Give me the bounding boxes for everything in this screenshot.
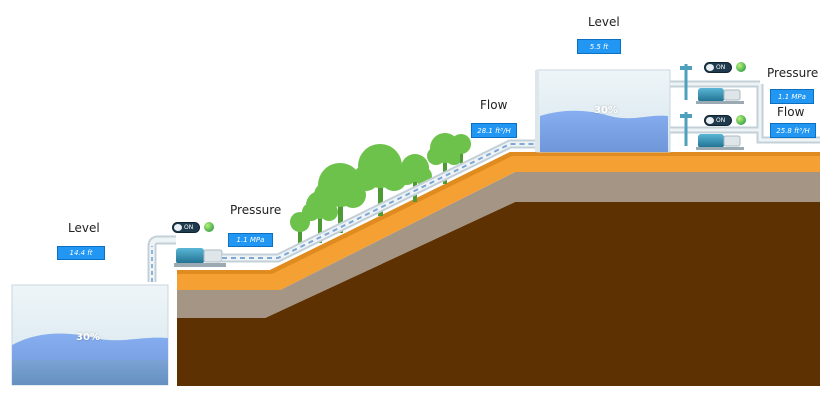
ground	[177, 152, 820, 386]
left-tank-fill-percent: 30%	[76, 332, 100, 343]
pump-2-flow-value: 25.8 ft³/H	[770, 123, 816, 138]
upper-tank-water	[540, 110, 668, 152]
tree	[451, 134, 471, 170]
soil-layer	[177, 202, 820, 386]
pump-2a[interactable]	[696, 88, 744, 104]
upper-tank-fill-percent: 30%	[594, 105, 618, 116]
pump-1[interactable]	[174, 248, 226, 267]
tree	[290, 212, 310, 246]
pump-1-pressure-value: 1.1 MPa	[228, 233, 273, 247]
left-tank-level-label: Level	[68, 221, 100, 235]
pump-1-pressure-label: Pressure	[230, 203, 282, 217]
pump-1-switch-text: ON	[184, 224, 194, 231]
pump-1-switch[interactable]: ON	[172, 222, 200, 233]
topsoil-layer	[177, 152, 820, 290]
pump-2-pressure-value: 1.1 MPa	[770, 89, 814, 104]
left-tank	[11, 284, 169, 386]
upper-tank-level-value: 5.5 ft	[577, 39, 621, 54]
main-pipeline	[222, 139, 540, 263]
pipeline-flow-value: 28.1 ft³/H	[471, 123, 517, 138]
gravel-layer	[177, 172, 820, 318]
pump-2a-status-led	[736, 62, 746, 72]
pump-2a-switch-text: ON	[716, 64, 726, 71]
upper-tank-level-label: Level	[588, 15, 620, 29]
station-2-pipes	[670, 64, 820, 146]
pump-2b-switch-text: ON	[716, 117, 726, 124]
pump-2b-switch[interactable]: ON	[704, 115, 732, 126]
switch-knob	[706, 117, 714, 124]
pump-1-status-led	[204, 222, 214, 232]
pipeline-flow-label: Flow	[480, 98, 508, 112]
left-tank-level-value: 14.4 ft	[57, 246, 105, 260]
tree	[302, 191, 338, 243]
pump-2b-status-led	[736, 115, 746, 125]
pump-2b[interactable]	[696, 134, 744, 150]
pump-2-pressure-label: Pressure	[767, 66, 819, 80]
trees	[290, 133, 471, 246]
upper-tank	[535, 69, 671, 153]
pump-2a-switch[interactable]: ON	[704, 62, 732, 73]
switch-knob	[174, 224, 182, 231]
pump-2-flow-label: Flow	[777, 105, 805, 119]
switch-knob	[706, 64, 714, 71]
intake-pipe	[147, 235, 176, 282]
